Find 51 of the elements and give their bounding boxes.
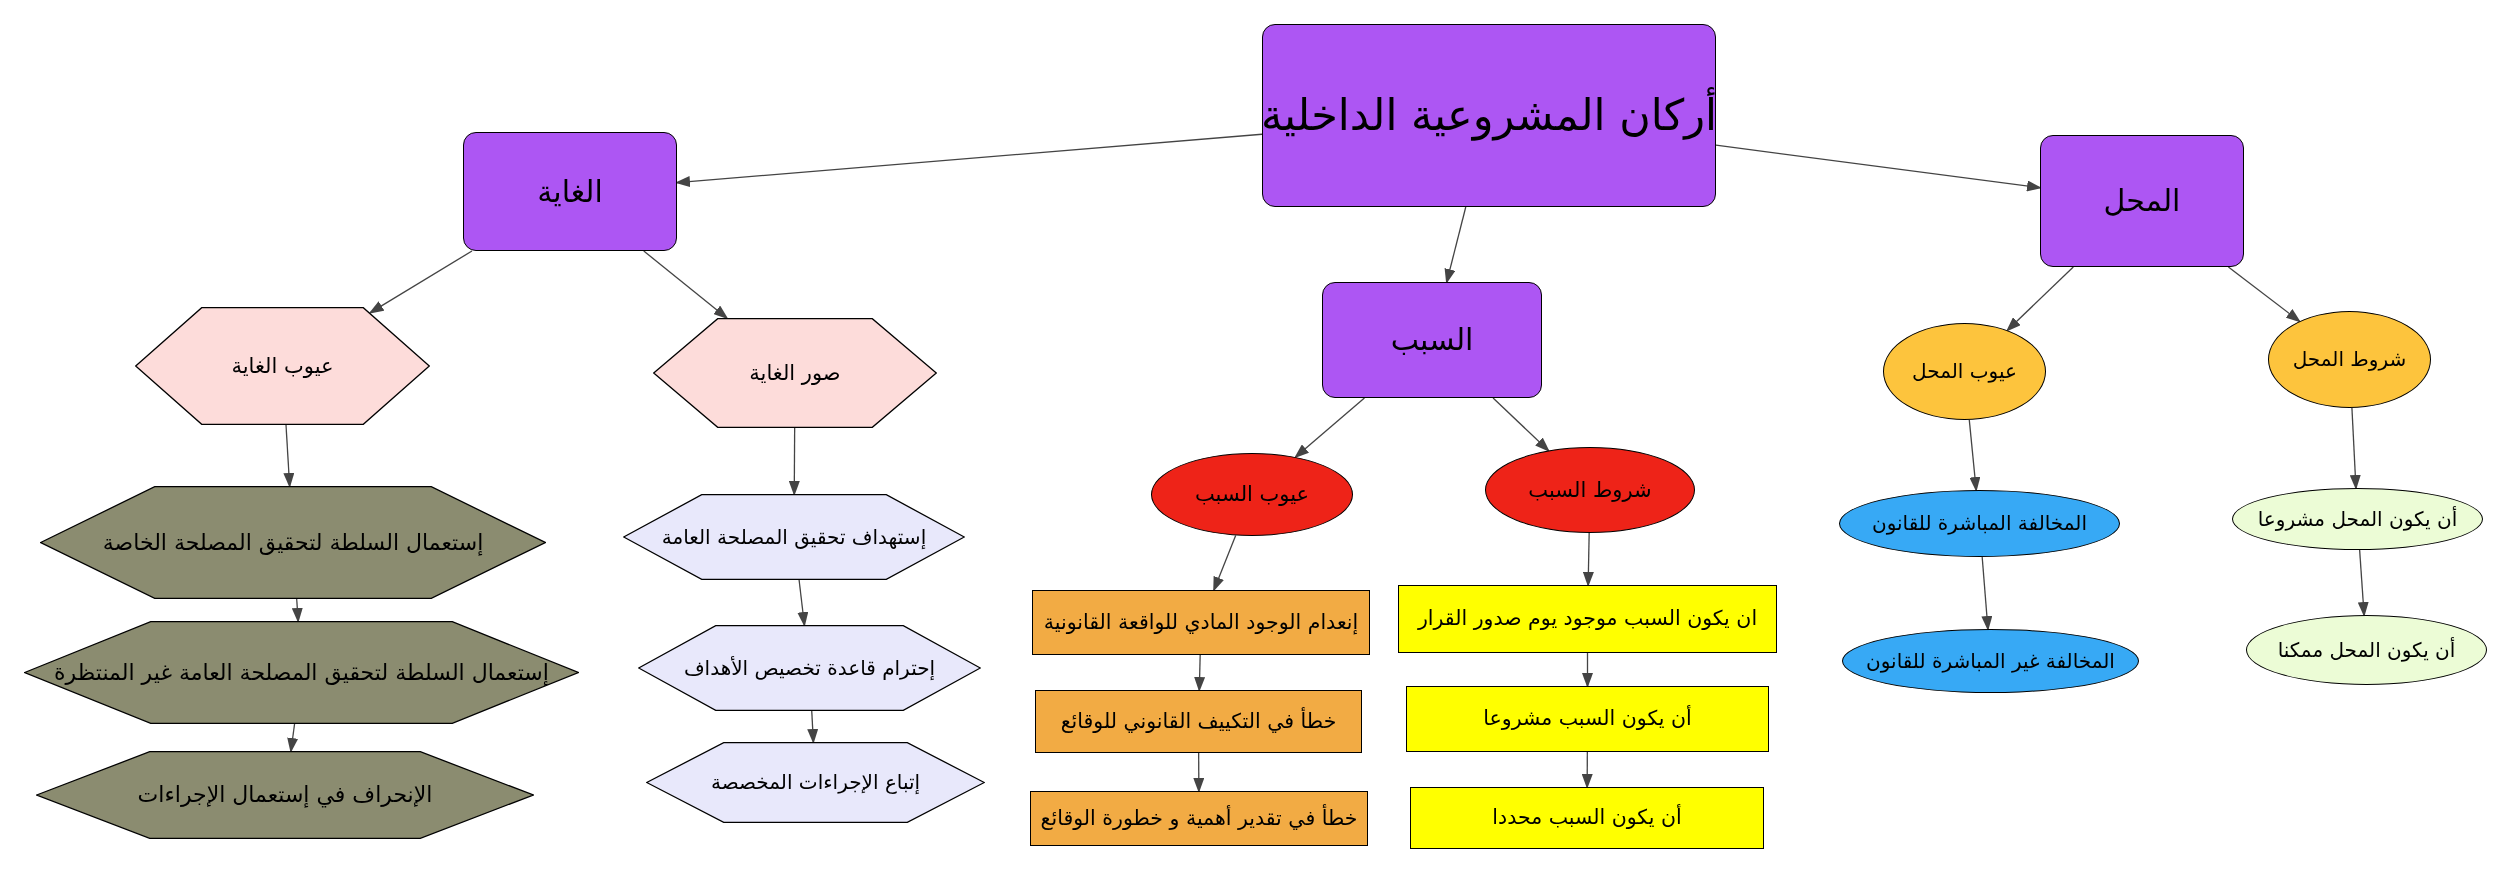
hexagon-box: صور الغاية: [653, 318, 937, 428]
arrow: [1582, 532, 1594, 587]
arrow: [1193, 752, 1205, 793]
arrow: [287, 723, 299, 753]
arrow: [1581, 751, 1593, 789]
arrow: [1715, 144, 2042, 192]
hexagon-box: إستعمال السلطة لتحقيق المصلحة الخاصة: [40, 486, 546, 599]
hexagon-box: عيوب الغاية: [135, 307, 430, 425]
arrow: [283, 424, 295, 488]
ellipse-box: شروط السبب: [1485, 447, 1695, 533]
arrow: [1582, 652, 1593, 688]
arrow: [2227, 266, 2301, 323]
ellipse-box: شروط المحل: [2268, 311, 2431, 408]
ellipse-box: المخالفة غير المباشرة للقانون: [1842, 629, 2139, 693]
hexagon-box: إحترام قاعدة تخصيص الأهداف: [638, 625, 981, 711]
process-box: أن يكون السبب مشروعا: [1406, 686, 1769, 752]
arrow: [788, 427, 800, 496]
arrow: [807, 710, 819, 744]
arrow: [2357, 549, 2369, 617]
hexagon-box: إستعمال السلطة لتحقيق المصلحة العامة غير المنتظرة: [24, 621, 579, 724]
arrow: [368, 250, 473, 314]
ellipse-box: عيوب المحل: [1883, 323, 2046, 420]
arrow: [1294, 397, 1366, 459]
process-box: ان يكون السبب موجود يوم صدور القرار: [1398, 585, 1777, 653]
arrow: [1492, 397, 1550, 452]
arrow: [2006, 266, 2074, 332]
arrow: [1981, 556, 1993, 631]
topic-box: الغاية: [463, 132, 677, 251]
process-box: إنعدام الوجود المادي للواقعة القانونية: [1032, 590, 1370, 655]
ellipse-box: أن يكون المحل مشروعا: [2232, 488, 2483, 550]
arrow: [291, 598, 303, 623]
topic-box: المحل: [2040, 135, 2244, 267]
ellipse-box: أن يكون المحل ممكنا: [2246, 615, 2487, 685]
arrow: [2349, 407, 2361, 490]
arrow: [1213, 534, 1237, 592]
topic-box: أركان المشروعية الداخلية: [1262, 24, 1716, 207]
hexagon-box: الإنحراف في إستعمال الإجراءات: [36, 751, 534, 839]
process-box: خطأ في التكييف القانوني للوقائع: [1035, 690, 1362, 753]
arrow: [797, 579, 809, 627]
process-box: خطأ في تقدير أهمية و خطورة الوقائع: [1030, 791, 1368, 846]
ellipse-box: المخالفة المباشرة للقانون: [1839, 490, 2120, 557]
arrow: [1444, 206, 1467, 284]
hexagon-box: إستهداف تحقيق المصلحة العامة: [623, 494, 965, 580]
process-box: أن يكون السبب محددا: [1410, 787, 1764, 849]
arrow: [675, 133, 1263, 188]
ellipse-box: عيوب السبب: [1151, 453, 1353, 536]
hexagon-box: إتباع الإجراءات المخصصة: [646, 742, 985, 823]
topic-box: السبب: [1322, 282, 1542, 398]
arrow: [643, 250, 729, 320]
arrow: [1968, 419, 1981, 492]
arrow: [1194, 654, 1206, 692]
